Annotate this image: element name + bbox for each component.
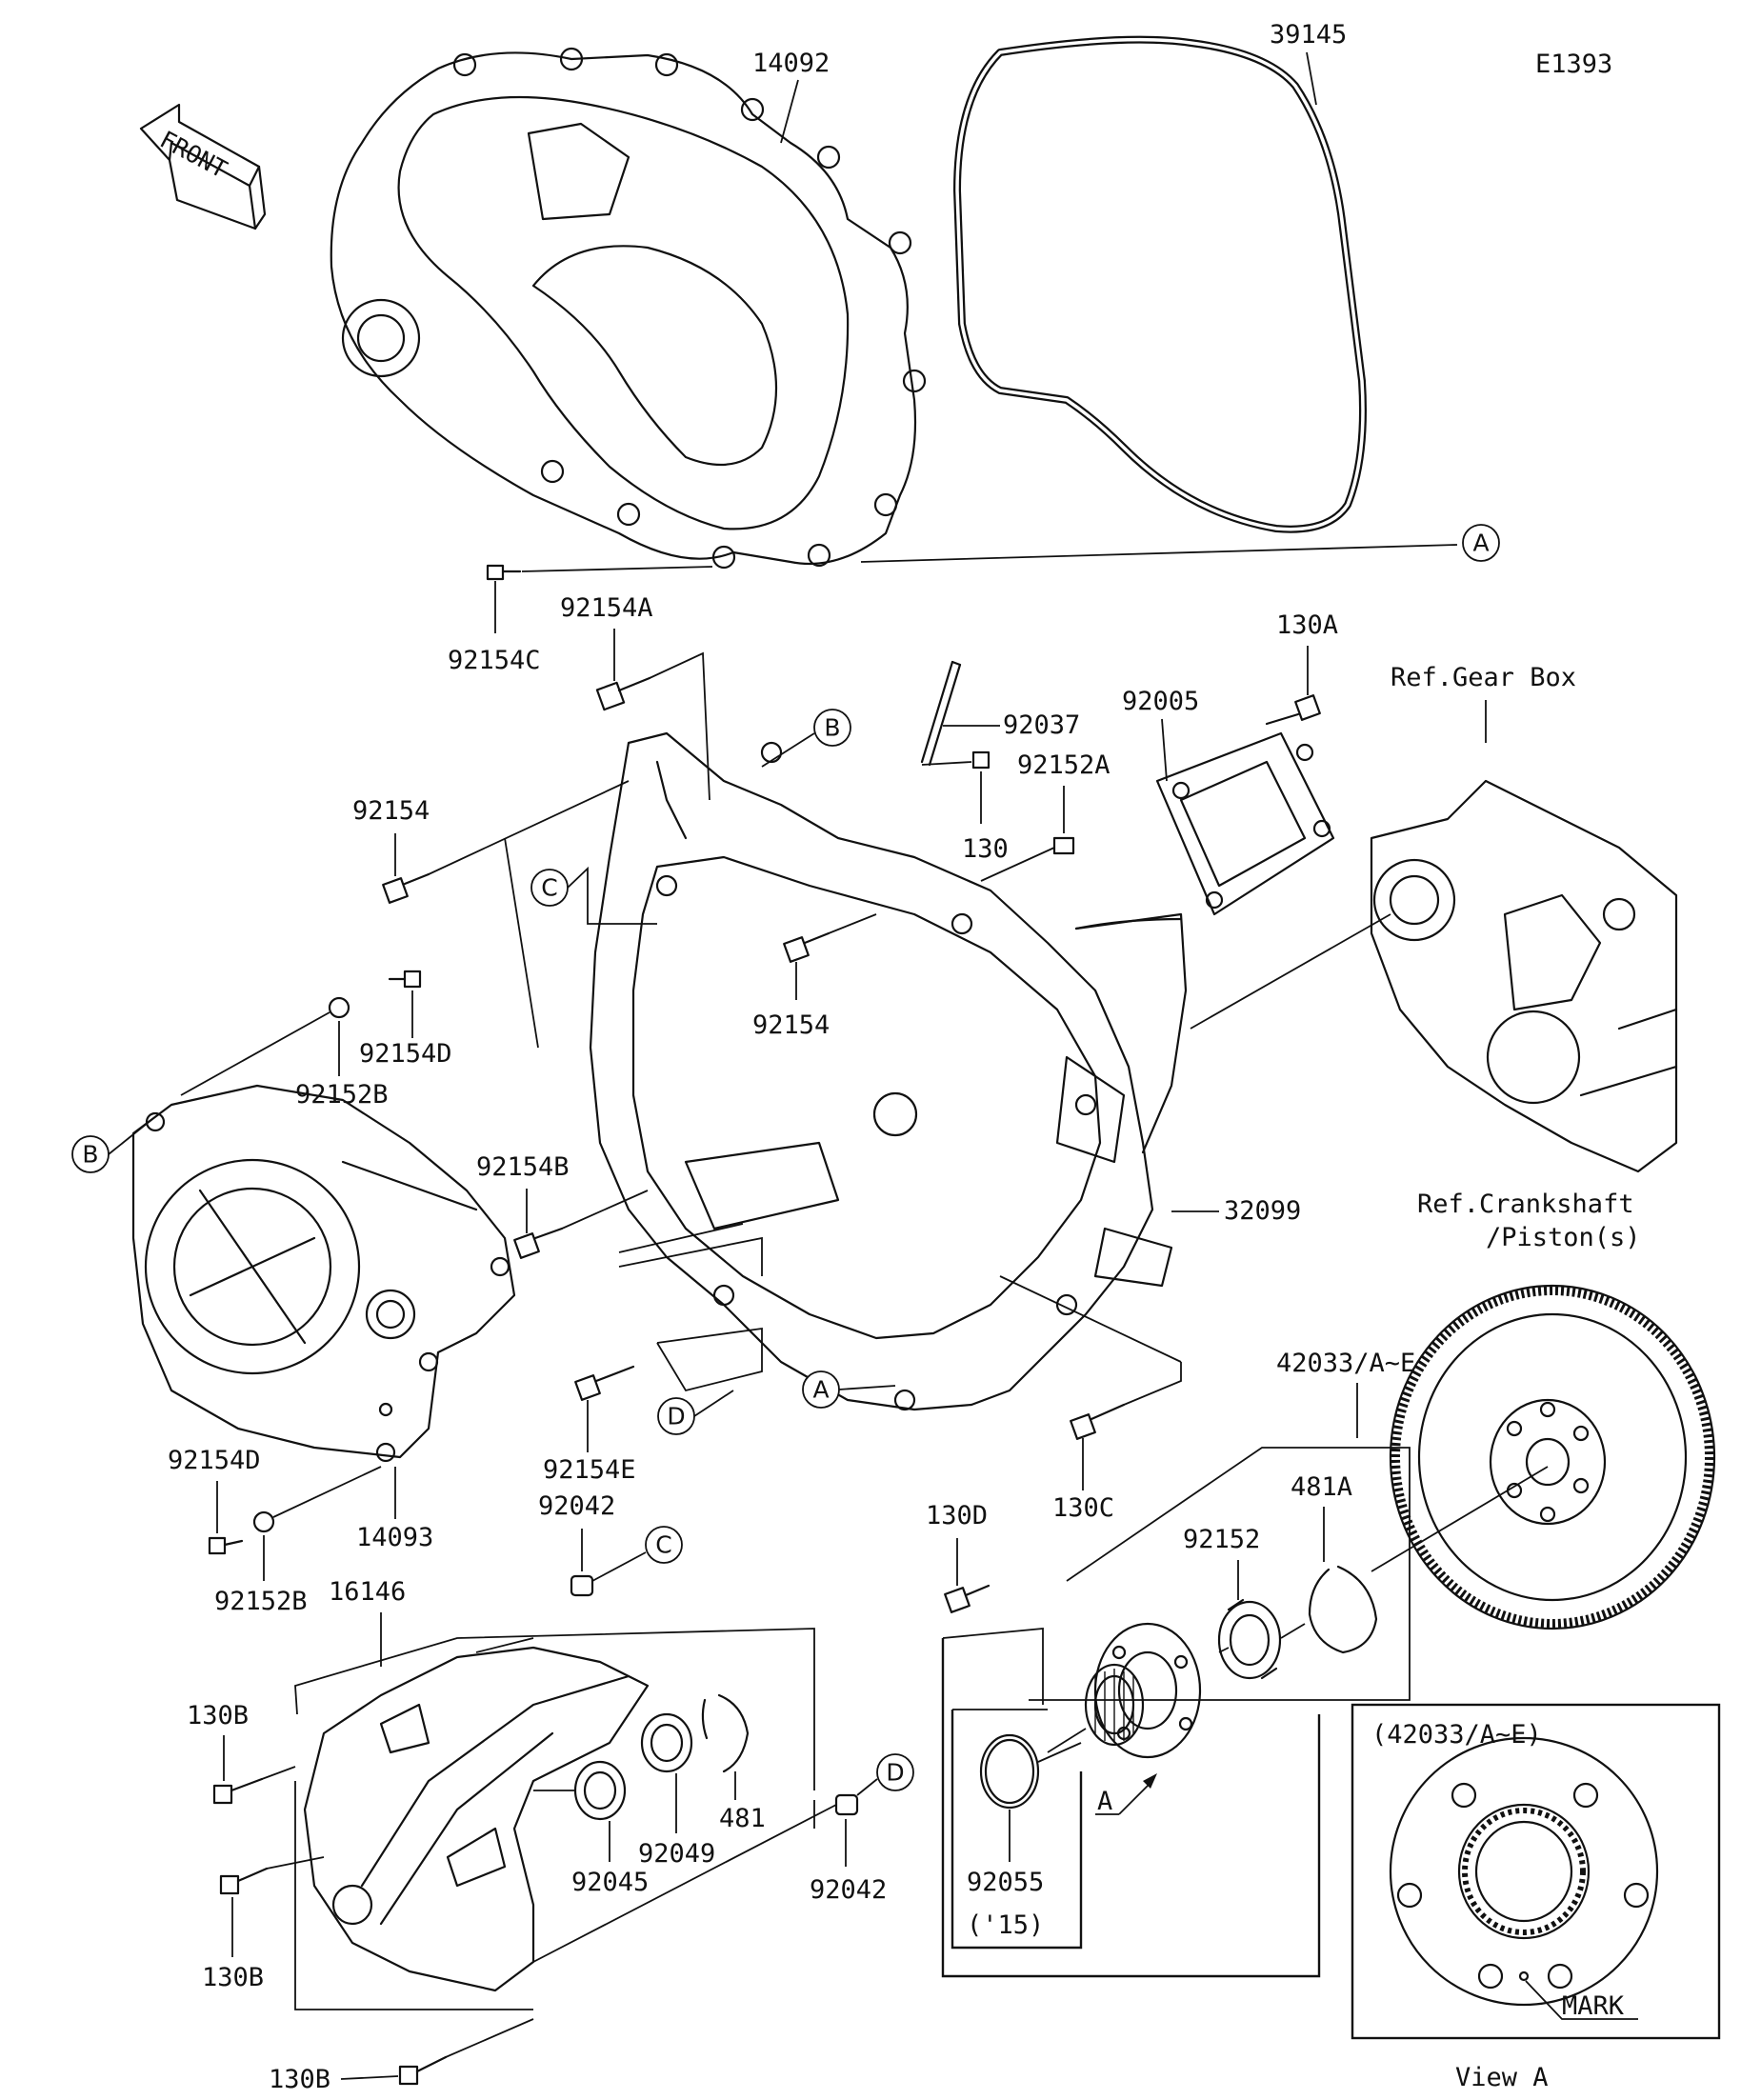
bolt-130B-3 <box>398 2055 448 2086</box>
label-92154C: 92154C <box>448 646 541 675</box>
seal-92049 <box>640 1712 693 1773</box>
cover-16146 <box>303 1646 650 1992</box>
label-92042-top: 92042 <box>538 1491 615 1521</box>
label-130B-2: 130B <box>202 1963 264 1992</box>
label-14092: 14092 <box>752 49 830 78</box>
o-ring-92055 <box>979 1733 1040 1810</box>
label-92154A: 92154A <box>560 593 653 623</box>
svg-text:D: D <box>886 1759 904 1787</box>
svg-text:A: A <box>812 1376 829 1404</box>
label-92049: 92049 <box>638 1839 715 1869</box>
cover-14093 <box>131 1084 516 1463</box>
circlip-481A <box>1308 1565 1378 1654</box>
label-130D: 130D <box>926 1501 988 1530</box>
label-42033: 42033/A~E <box>1276 1349 1415 1378</box>
label-92154D-bottom: 92154D <box>168 1446 261 1475</box>
label-92005: 92005 <box>1122 687 1199 716</box>
label-16146: 16146 <box>329 1577 406 1607</box>
label-92042-bottom: 92042 <box>810 1875 887 1905</box>
label-130C: 130C <box>1052 1493 1114 1523</box>
bolt-130A <box>1265 694 1321 726</box>
gasket-92005 <box>1155 731 1335 916</box>
bolt-130C <box>1070 1403 1126 1440</box>
view-a-box: (42033/A~E) MARK <box>1351 1703 1721 2040</box>
callout-a-lower: A <box>802 1370 840 1409</box>
bolt-92154-mid <box>783 931 830 963</box>
bolt-130 <box>971 750 991 770</box>
view-a-title: (42033/A~E) <box>1371 1720 1542 1750</box>
svg-text:B: B <box>824 714 840 742</box>
front-label: FRONT <box>155 126 231 184</box>
outer-cover-14092 <box>330 47 927 570</box>
bolt-92154-top <box>382 872 430 904</box>
bolt-130D <box>944 1584 991 1613</box>
callout-a-top: A <box>1462 524 1500 562</box>
label-92045: 92045 <box>571 1868 649 1897</box>
callout-d-lower: D <box>876 1753 914 1791</box>
label-481: 481 <box>719 1804 766 1833</box>
bolt-92154D-bottom <box>208 1536 244 1555</box>
pin-92042-bottom <box>834 1793 859 1816</box>
mark-label: MARK <box>1562 1991 1625 2021</box>
callout-c-lower: C <box>645 1526 683 1564</box>
svg-text:C: C <box>655 1531 671 1559</box>
flywheel-ref <box>1389 1284 1716 1630</box>
circlip-481 <box>701 1693 750 1773</box>
svg-text:B: B <box>82 1141 98 1169</box>
bolt-92154D-top <box>388 970 422 989</box>
label-92154B: 92154B <box>476 1152 570 1182</box>
seal-92045 <box>573 1760 627 1821</box>
view-arrow-a: A <box>1095 1773 1157 1816</box>
arrow-a-label: A <box>1097 1787 1112 1816</box>
svg-text:D: D <box>667 1403 685 1430</box>
callout-c-upper: C <box>530 869 569 907</box>
bolt-92154E <box>574 1365 635 1401</box>
svg-text:C: C <box>541 874 557 902</box>
bolt-130B-2 <box>219 1867 269 1895</box>
gasket-39145 <box>953 35 1367 533</box>
callout-b-upper: B <box>813 709 851 747</box>
label-92154-top: 92154 <box>352 796 430 826</box>
pin-92042-top <box>570 1574 594 1597</box>
view-a-caption: View A <box>1455 2063 1549 2092</box>
bolt-92154A <box>595 676 651 711</box>
label-130B-3: 130B <box>269 2065 330 2094</box>
label-92055: 92055 <box>967 1868 1044 1897</box>
label-92055-note: ('15) <box>967 1910 1044 1940</box>
bolt-130B-1 <box>212 1777 264 1805</box>
label-92152B-bottom: 92152B <box>214 1587 308 1616</box>
svg-text:A: A <box>1472 530 1489 557</box>
label-130B-1: 130B <box>187 1701 249 1730</box>
label-92152: 92152 <box>1183 1525 1260 1554</box>
inner-cover-32099 <box>589 731 1188 1411</box>
callout-b-left: B <box>71 1135 110 1173</box>
washer-92152B-bottom <box>252 1510 275 1533</box>
label-92154-mid: 92154 <box>752 1010 830 1040</box>
label-92154E: 92154E <box>543 1455 636 1485</box>
diagram-code: E1393 <box>1535 50 1612 79</box>
label-92154D-top: 92154D <box>359 1039 452 1069</box>
callout-d-upper: D <box>657 1397 695 1435</box>
label-130: 130 <box>962 834 1009 864</box>
label-14093: 14093 <box>356 1523 433 1552</box>
label-481A: 481A <box>1291 1472 1352 1502</box>
label-ref-crankshaft-2: /Piston(s) <box>1486 1223 1641 1252</box>
one-way-clutch-42033 <box>1084 1622 1202 1759</box>
seal-92152 <box>1217 1598 1282 1680</box>
label-130A: 130A <box>1276 610 1338 640</box>
label-92037: 92037 <box>1003 710 1080 740</box>
label-39145: 39145 <box>1270 20 1347 50</box>
gear-box-ref <box>1370 779 1678 1173</box>
label-92152A: 92152A <box>1017 750 1111 780</box>
pin-92037 <box>920 660 962 767</box>
bolt-92154C <box>486 564 522 581</box>
label-32099: 32099 <box>1224 1196 1301 1226</box>
label-ref-crankshaft-1: Ref.Crankshaft <box>1417 1190 1634 1219</box>
washer-92152A <box>1052 836 1075 855</box>
washer-92152B-top <box>328 996 350 1019</box>
label-ref-gear-box: Ref.Gear Box <box>1391 663 1576 692</box>
bolt-92154B <box>513 1227 564 1259</box>
front-arrow: FRONT <box>139 103 267 230</box>
